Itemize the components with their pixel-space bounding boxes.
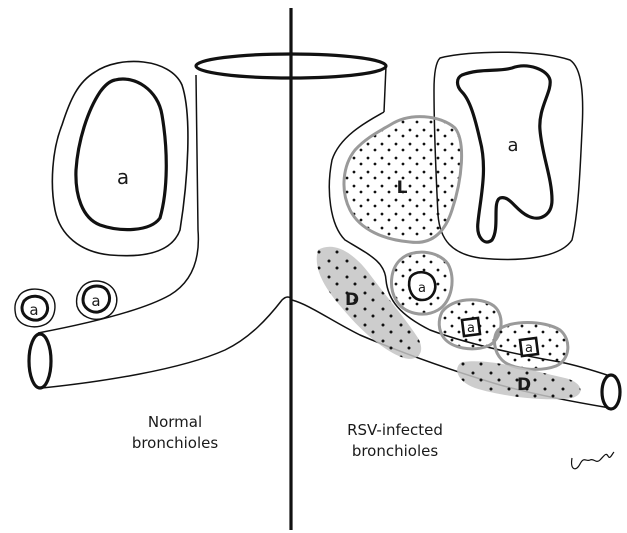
debris-label-2: D [517,375,531,395]
infected-alveolus-3-label: a [525,341,533,356]
right-alveolus-label: a [507,135,518,156]
signature [572,452,614,469]
left-bronchiole-opening [29,334,51,388]
left-alveolus-inner [76,79,166,230]
caption-normal-line1: Normal [110,412,240,433]
infected-alveolus-1-label: a [418,281,426,296]
caption-rsv: RSV-infected bronchioles [320,420,470,462]
right-bronchiole-upper-wall [384,66,386,112]
right-bronchiole-opening [602,375,620,409]
left-bronchiole-wall [38,75,198,333]
left-alveolus-label: a [117,165,129,189]
debris-label-1: D [345,290,359,310]
infected-alveolus-2-label: a [467,321,475,336]
left-small-alveolus-1-label: a [29,301,38,319]
lymphocyte-label: L [397,178,408,198]
caption-normal-line2: bronchioles [110,433,240,454]
left-small-alveolus-2-label: a [91,292,100,310]
caption-rsv-line2: bronchioles [320,441,470,462]
right-alveolus-inner [458,66,553,242]
caption-normal: Normal bronchioles [110,412,240,454]
caption-rsv-line1: RSV-infected [320,420,470,441]
